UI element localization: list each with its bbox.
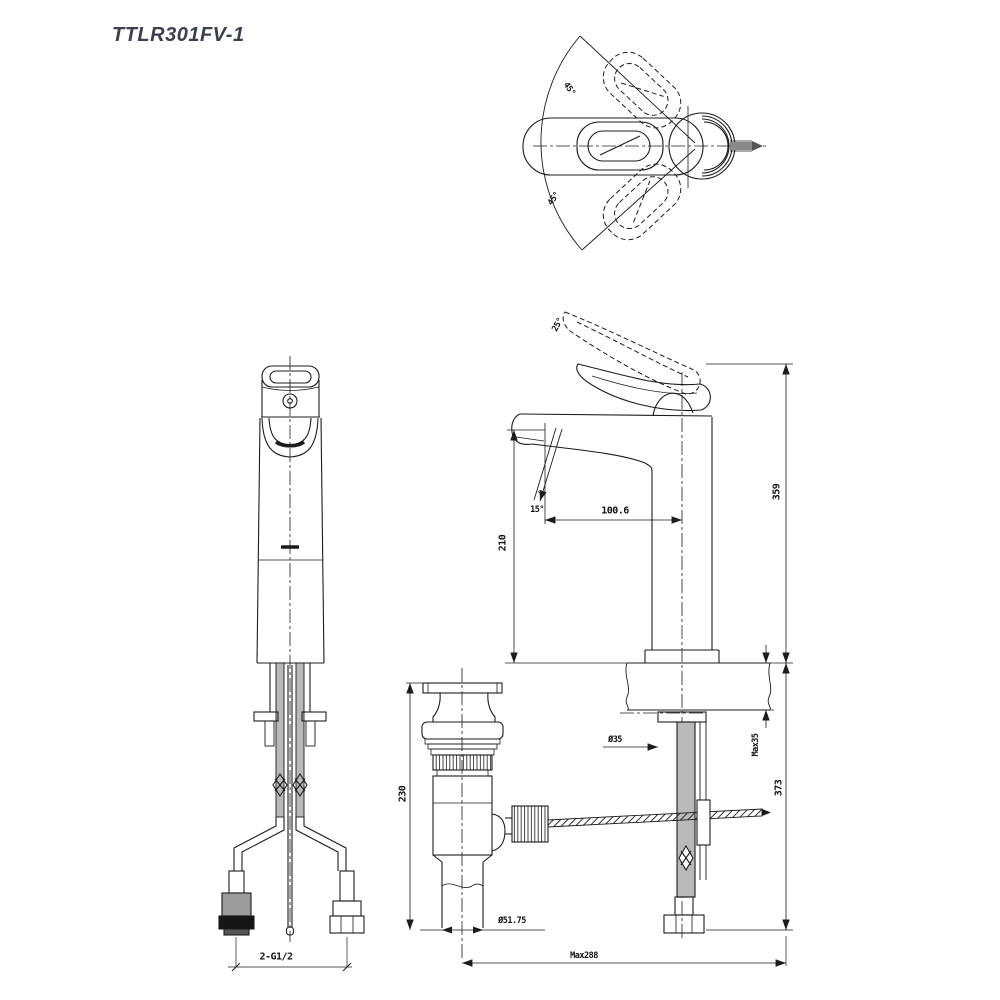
drain-outlet — [491, 813, 506, 852]
handle-raised-ghost — [562, 311, 701, 395]
mounting-tab-right — [301, 711, 327, 722]
check-valve-right — [292, 772, 308, 798]
handle-ghost-upper — [602, 51, 682, 129]
front-view — [218, 356, 365, 972]
mounting-tab-left — [253, 711, 279, 722]
supply-tube-left — [275, 662, 285, 818]
thread-section — [432, 754, 493, 771]
popup-drain — [406, 668, 787, 967]
dim-hose-reach: Max288 — [570, 951, 598, 961]
counter-section — [620, 662, 772, 714]
supply-connector-left — [218, 870, 255, 936]
dim-spout-reach: 100.6 — [601, 505, 629, 517]
dim-deck-thickness: Max35 — [751, 733, 761, 757]
check-valve-side — [678, 844, 694, 872]
swing-arc — [540, 35, 696, 251]
model-number: TTLR301FV-1 — [112, 24, 245, 46]
spout-side — [511, 413, 713, 473]
supply-connector-side — [663, 896, 705, 934]
handle-side — [576, 363, 711, 417]
dim-overall-height: 359 — [771, 483, 783, 501]
dim-drain-height: 230 — [397, 785, 409, 803]
column-side — [644, 417, 720, 663]
knurled-coupling — [511, 805, 549, 843]
handle-button — [282, 393, 298, 409]
dim-stream-angle: 15° — [530, 505, 544, 515]
faucet-body-front — [256, 365, 325, 664]
rod-clamp — [696, 799, 711, 846]
side-view — [505, 311, 793, 940]
faucet-body-top — [522, 112, 763, 180]
top-view — [522, 35, 766, 251]
supply-tube-right — [295, 662, 305, 818]
spout-mouth-front — [274, 440, 306, 448]
dim-hole-diameter: Ø35 — [608, 735, 622, 745]
handle-ghost-lower — [602, 163, 682, 241]
spout-tip-arrow — [752, 141, 763, 151]
front-under-counter — [218, 662, 365, 972]
drain-body — [421, 682, 549, 928]
dim-line-supply — [228, 937, 352, 972]
side-dimensions — [505, 363, 793, 931]
handle-top-center — [576, 121, 664, 171]
dim-spout-height: 210 — [497, 534, 509, 552]
side-under-counter — [547, 711, 771, 934]
dim-supply-connections: 2-G1/2 — [259, 951, 293, 963]
check-valve-left — [272, 772, 288, 798]
dim-tailpiece-diameter: Ø51.75 — [498, 916, 526, 926]
popup-linkage-rod — [547, 808, 763, 828]
dim-under-counter: 373 — [773, 779, 785, 797]
water-stream — [533, 423, 563, 524]
drain-dimensions — [406, 682, 787, 967]
supply-connector-right — [329, 870, 365, 934]
